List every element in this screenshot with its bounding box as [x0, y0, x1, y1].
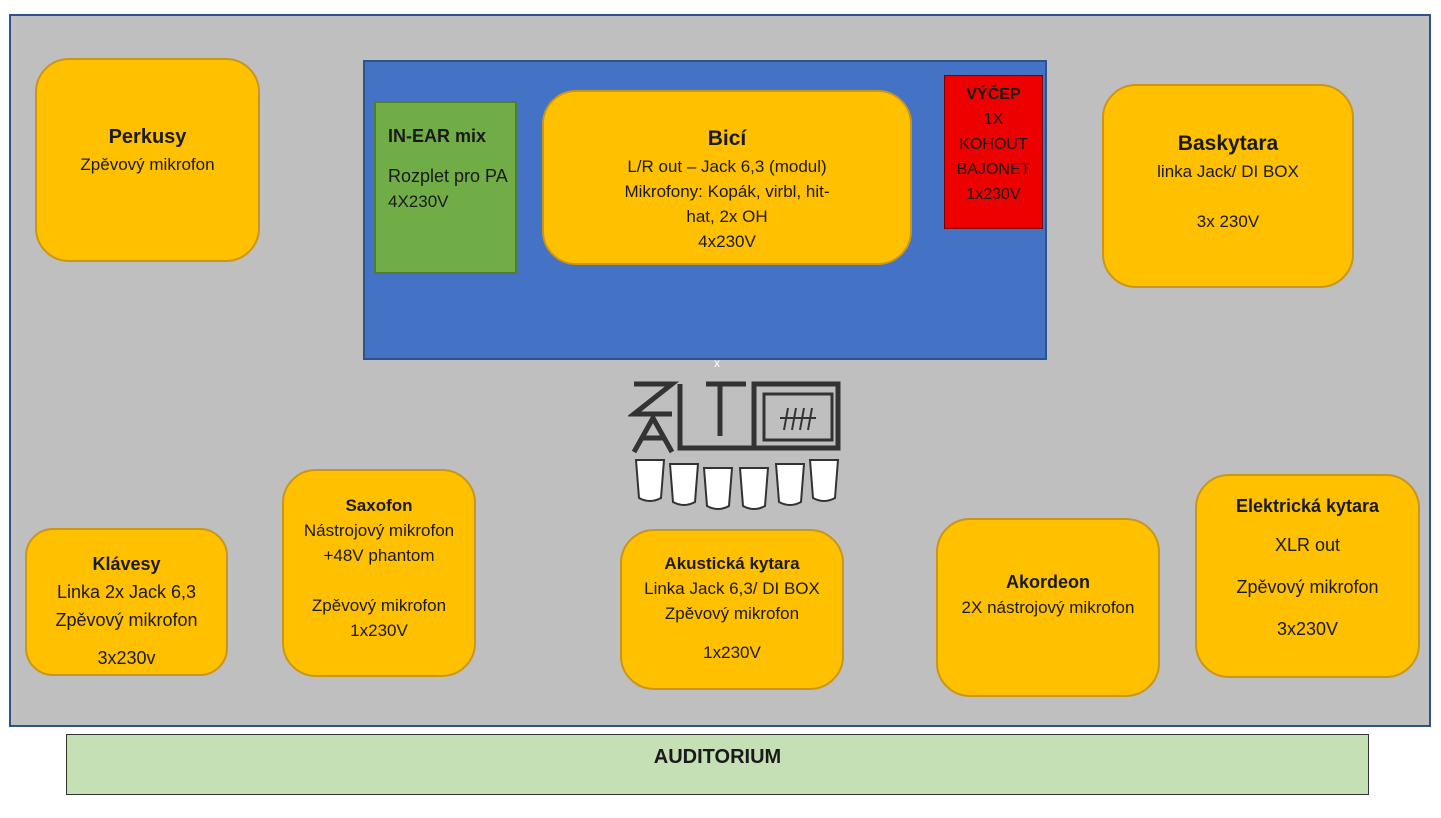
in-ear-line-2: 4X230V [388, 192, 449, 211]
vycep-title: VÝČEP [966, 86, 1021, 103]
klavesy-line-3: 3x230v [97, 648, 156, 668]
bici-line-4: 4x230V [698, 232, 756, 251]
akordeon-title: Akordeon [1005, 572, 1090, 592]
bici-title: Bicí [707, 127, 747, 150]
perkusy-line-1: Zpěvový mikrofon [80, 155, 215, 174]
saxofon-line-2: +48V phantom [323, 546, 435, 565]
in-ear-line-1: Rozplet pro PA [388, 166, 508, 186]
elektricka-line-1: XLR out [1274, 535, 1341, 555]
baskytara-line-3: 3x 230V [1196, 212, 1260, 231]
klavesy-title: Klávesy [92, 554, 161, 574]
akordeon-box: Akordeon 2X nástrojový mikrofon [936, 518, 1160, 697]
vycep-line-1: 1X [983, 111, 1004, 128]
perkusy-box: Perkusy Zpěvový mikrofon [35, 58, 260, 262]
center-marker: x [714, 356, 720, 370]
saxofon-line-4: Zpěvový mikrofon [311, 596, 447, 615]
akusticka-kytara-box: Akustická kytara Linka Jack 6,3/ DI BOX … [620, 529, 844, 690]
bici-line-3: hat, 2x OH [686, 207, 768, 226]
vycep-line-3: BAJONET [956, 161, 1031, 178]
vycep-line-4: 1x230V [966, 186, 1021, 203]
akusticka-line-1: Linka Jack 6,3/ DI BOX [644, 579, 820, 598]
saxofon-title: Saxofon [345, 496, 413, 515]
akordeon-line-1: 2X nástrojový mikrofon [961, 598, 1135, 617]
elektricka-line-3: 3x230V [1276, 619, 1339, 639]
saxofon-line-5: 1x230V [350, 621, 408, 640]
vycep-box: VÝČEP 1X KOHOUT BAJONET 1x230V [944, 75, 1043, 229]
klavesy-line-1: Linka 2x Jack 6,3 [56, 582, 197, 602]
akusticka-line-2: Zpěvový mikrofon [664, 604, 800, 623]
nalito-logo [628, 381, 841, 510]
in-ear-title: IN-EAR mix [388, 126, 487, 146]
baskytara-line-1: linka Jack/ DI BOX [1157, 162, 1299, 181]
auditorium-label: AUDITORIUM [653, 746, 782, 768]
baskytara-line-2 [1104, 184, 1352, 209]
saxofon-line-1: Nástrojový mikrofon [303, 521, 455, 540]
klavesy-box: Klávesy Linka 2x Jack 6,3 Zpěvový mikrof… [25, 528, 228, 676]
saxofon-box: Saxofon Nástrojový mikrofon +48V phantom… [282, 469, 476, 677]
perkusy-title: Perkusy [108, 126, 187, 148]
bici-box: Bicí L/R out – Jack 6,3 (modul) Mikrofon… [542, 90, 912, 265]
vycep-line-2: KOHOUT [959, 136, 1028, 153]
baskytara-title: Baskytara [1177, 132, 1279, 155]
akusticka-title: Akustická kytara [664, 554, 800, 573]
baskytara-box: Baskytara linka Jack/ DI BOX 3x 230V [1102, 84, 1354, 288]
klavesy-line-2: Zpěvový mikrofon [55, 610, 198, 630]
saxofon-line-3 [284, 568, 474, 593]
elektricka-line-2: Zpěvový mikrofon [1236, 577, 1379, 597]
elektricka-kytara-box: Elektrická kytara XLR out Zpěvový mikrof… [1195, 474, 1420, 678]
bici-line-1: L/R out – Jack 6,3 (modul) [627, 157, 827, 176]
elektricka-title: Elektrická kytara [1235, 496, 1380, 516]
akusticka-line-3 [622, 626, 842, 640]
bici-line-2: Mikrofony: Kopák, virbl, hit- [624, 182, 830, 201]
in-ear-mix-box: IN-EAR mix Rozplet pro PA 4X230V [374, 101, 517, 274]
auditorium-bar: AUDITORIUM [66, 734, 1369, 795]
akusticka-line-4: 1x230V [703, 643, 761, 662]
